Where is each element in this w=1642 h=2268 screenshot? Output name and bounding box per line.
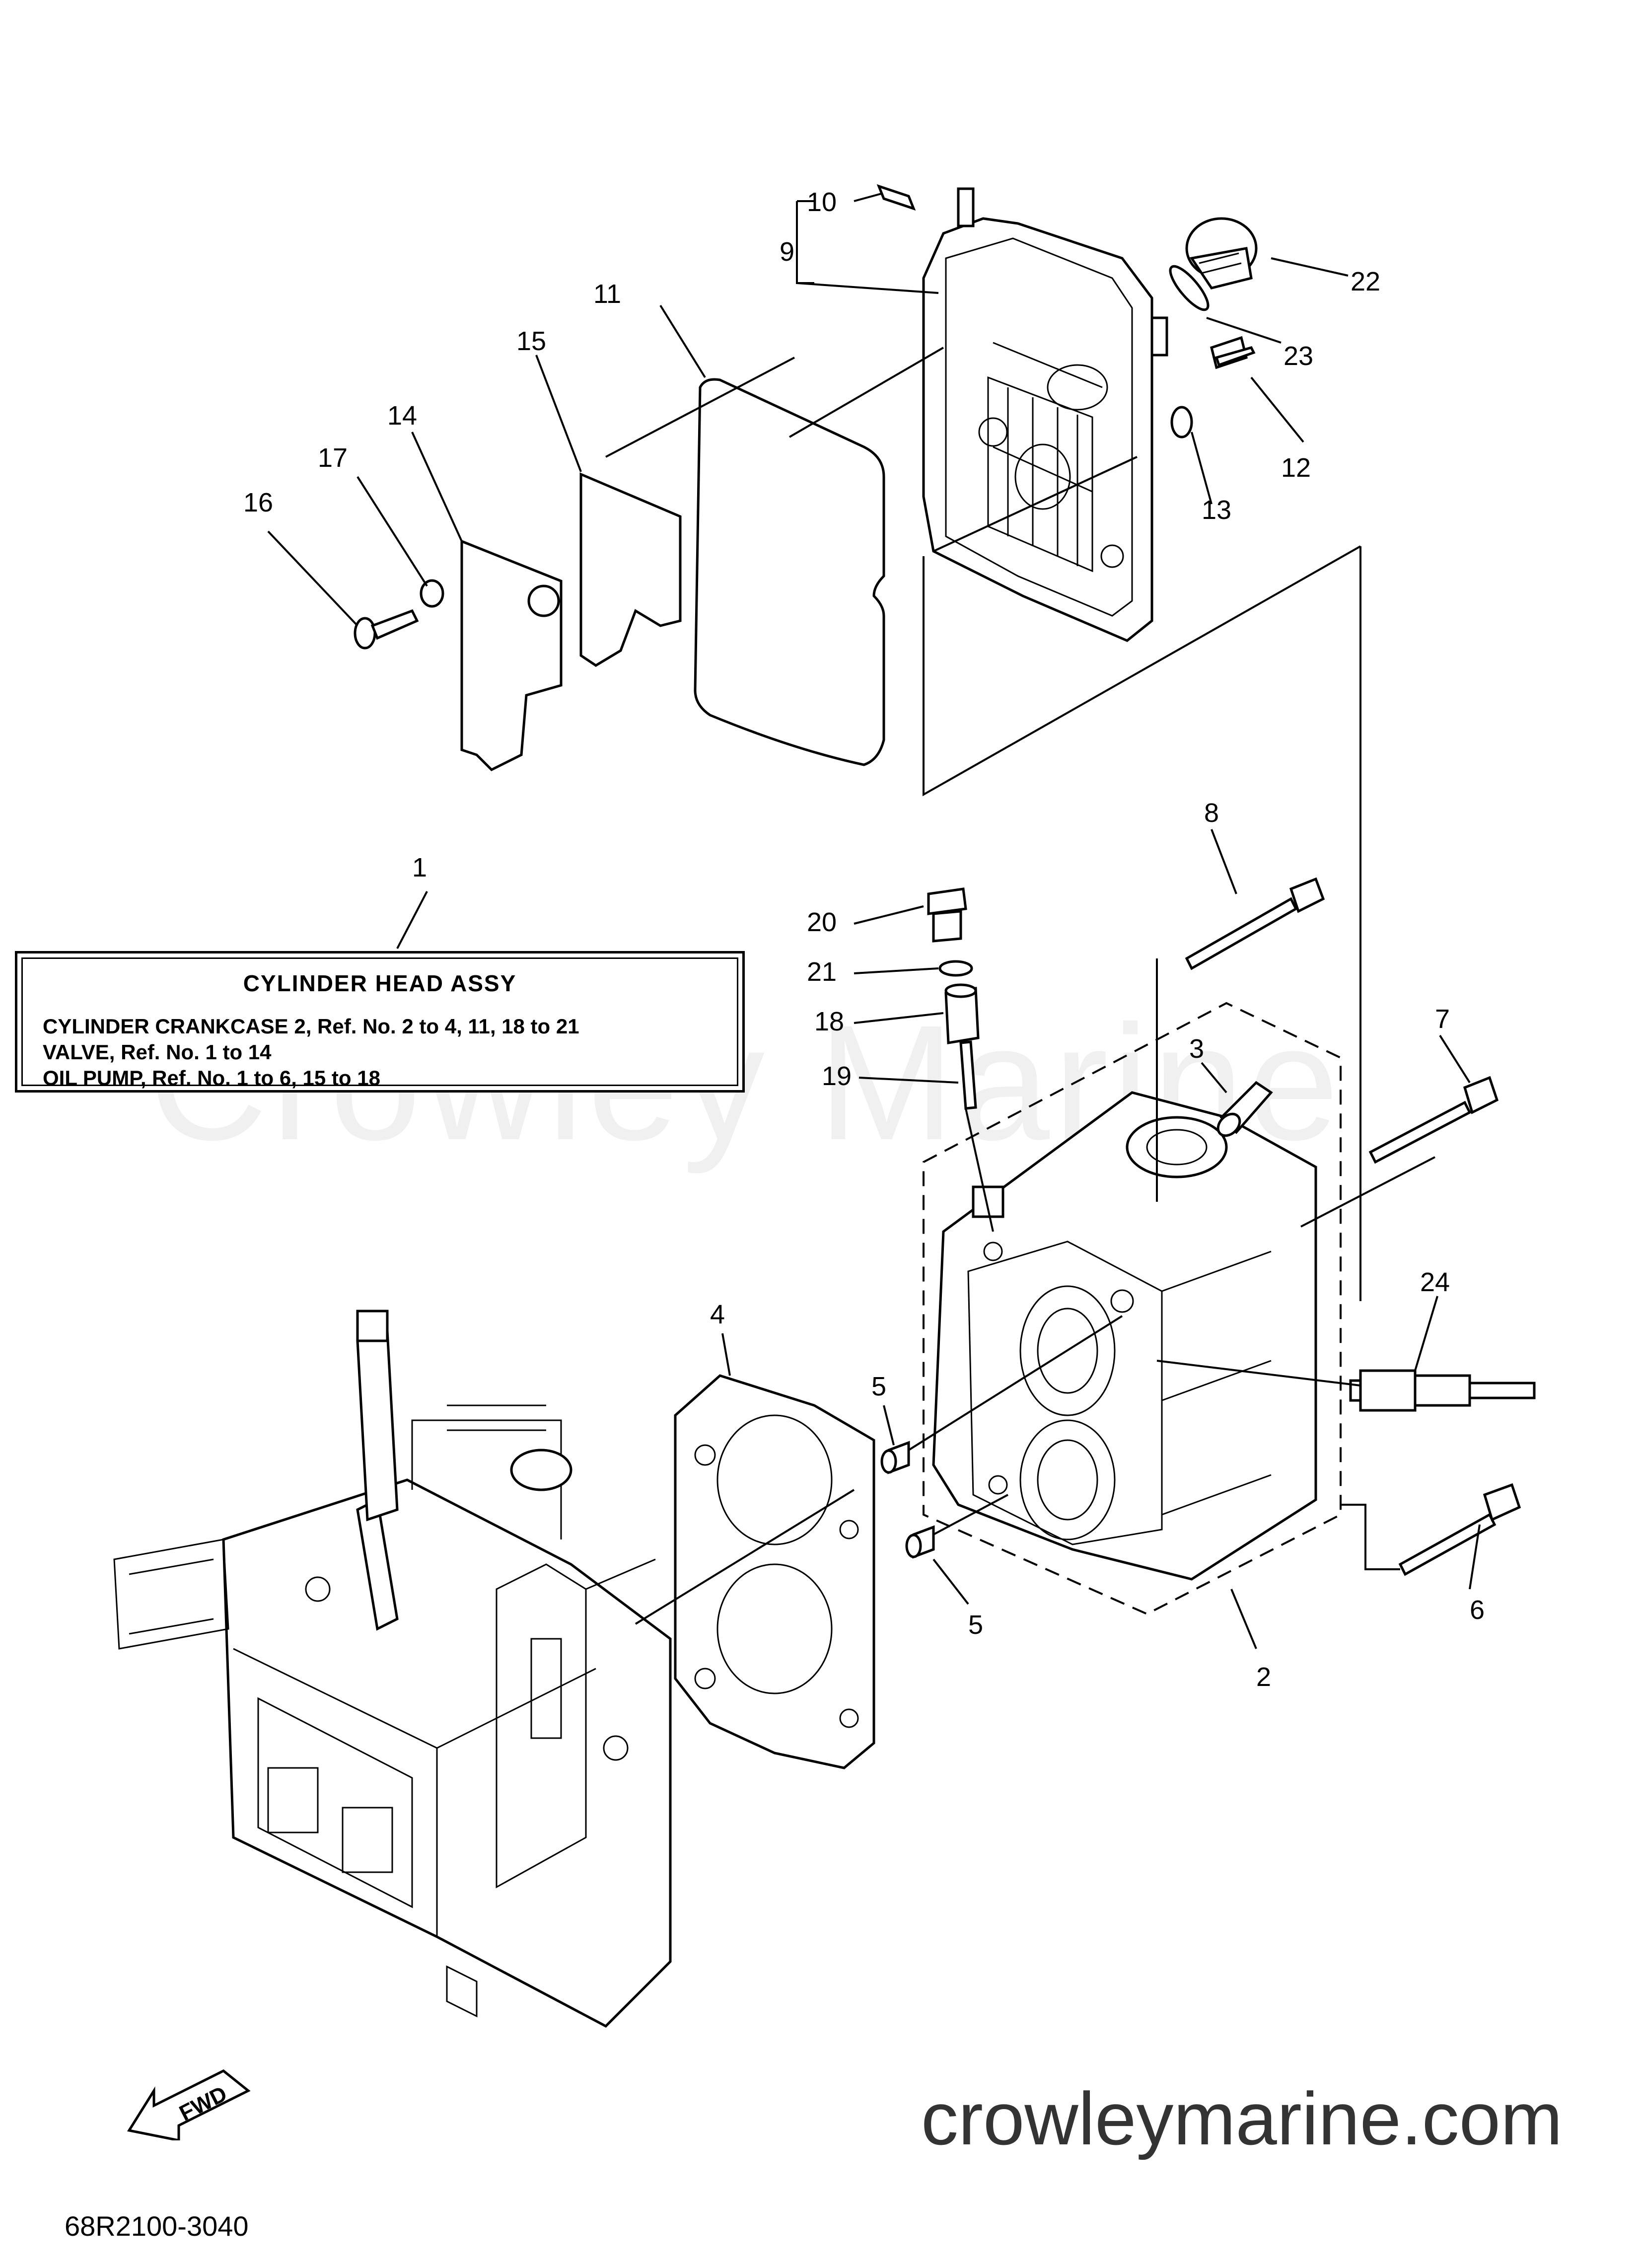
fwd-arrow-icon: FWD: [127, 2069, 251, 2140]
callout-21: 21: [807, 957, 837, 987]
callout-24: 24: [1420, 1267, 1450, 1297]
legend-line-crankcase: CYLINDER CRANKCASE 2, Ref. No. 2 to 4, 1…: [43, 1015, 579, 1038]
washer-13: [1170, 406, 1193, 439]
crankcase-block: [113, 1310, 672, 2028]
callout-19: 19: [822, 1061, 852, 1091]
sleeve-3: [1216, 1081, 1273, 1137]
head-gasket-4: [674, 1374, 875, 1769]
callout-14: 14: [387, 401, 417, 431]
callout-4: 4: [710, 1300, 725, 1329]
oil-filler-cap-22: [1185, 217, 1258, 290]
bushing-18: [944, 983, 980, 1044]
pin-19: [959, 1040, 977, 1110]
cylinder-head-cover: [922, 187, 1168, 642]
callout-1: 1: [412, 853, 427, 882]
spark-plug-24: [1349, 1369, 1536, 1412]
callout-17: 17: [318, 443, 348, 473]
plate-15: [579, 472, 682, 667]
plate-14: [460, 539, 563, 772]
callout-5-upper: 5: [871, 1372, 886, 1401]
o-ring-21: [938, 960, 973, 977]
bolt-12: [1210, 336, 1256, 369]
bolt-10: [876, 184, 916, 211]
callout-13: 13: [1202, 495, 1231, 525]
assembly-legend-inner: CYLINDER HEAD ASSY CYLINDER CRANKCASE 2,…: [21, 957, 738, 1090]
dowel-5-lower: [905, 1525, 935, 1559]
callout-5-lower: 5: [968, 1610, 983, 1640]
assembly-outline: [923, 1002, 1342, 1615]
cover-gasket-11: [694, 378, 885, 766]
bolt-8: [1185, 877, 1325, 970]
leader-lines: [267, 193, 1481, 1649]
callout-numbers: 1 2 3 4 5 5 6 7 8 9 10 11 12 13 14 15 16…: [243, 187, 1485, 1692]
dowel-5-upper: [880, 1441, 910, 1474]
callout-16: 16: [243, 488, 273, 517]
callout-22: 22: [1351, 267, 1380, 296]
callout-3: 3: [1189, 1034, 1204, 1064]
callout-8: 8: [1204, 798, 1219, 828]
washer-17: [420, 579, 444, 608]
callout-15: 15: [516, 326, 546, 356]
callout-6: 6: [1470, 1595, 1485, 1625]
screw-16: [354, 609, 419, 650]
callout-10: 10: [807, 187, 837, 217]
assembly-legend-box: CYLINDER HEAD ASSY CYLINDER CRANKCASE 2,…: [15, 951, 745, 1093]
legend-line-oil-pump: OIL PUMP, Ref. No. 1 to 6, 15 to 18: [43, 1066, 380, 1090]
o-ring-23: [1169, 265, 1210, 311]
plug-20: [927, 887, 967, 943]
bolt-6: [1398, 1483, 1521, 1576]
callout-9: 9: [780, 237, 794, 267]
callout-11: 11: [593, 279, 621, 309]
website-watermark: crowleymarine.com: [921, 2077, 1563, 2160]
diagram-part-number: 68R2100-3040: [65, 2210, 249, 2242]
cylinder-head: [932, 1091, 1317, 1581]
callout-7: 7: [1435, 1004, 1450, 1034]
callout-23: 23: [1284, 341, 1313, 371]
callout-2: 2: [1256, 1662, 1271, 1692]
bolt-7: [1368, 1076, 1499, 1164]
callout-12: 12: [1281, 453, 1311, 483]
legend-line-valve: VALVE, Ref. No. 1 to 14: [43, 1040, 272, 1064]
callout-18: 18: [814, 1007, 844, 1036]
legend-title: CYLINDER HEAD ASSY: [243, 970, 517, 996]
callout-20: 20: [807, 907, 837, 937]
